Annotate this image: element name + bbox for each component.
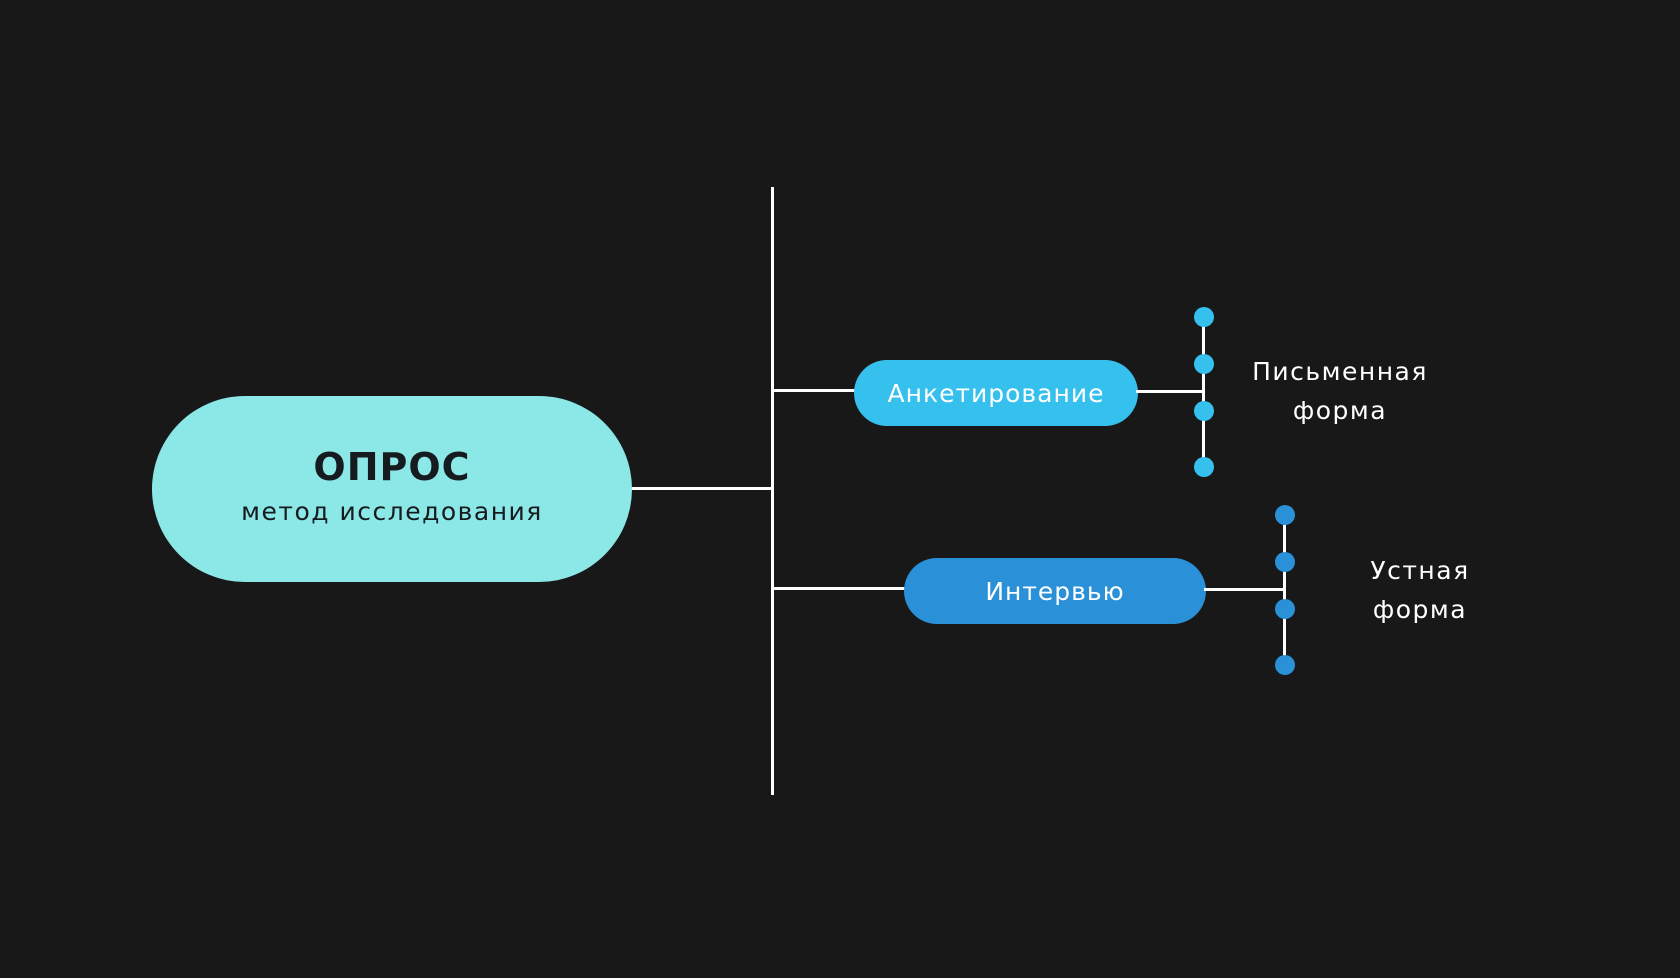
form-connector-2 (1204, 588, 1285, 591)
branch-label-interview: Интервью (985, 576, 1125, 606)
bracket-dot (1274, 552, 1295, 572)
bracket-dot (1274, 655, 1295, 675)
root-connector (618, 487, 773, 490)
bracket-dot (1274, 599, 1295, 619)
form-label-line: форма (1292, 396, 1388, 425)
form-label-line: Устная (1370, 556, 1470, 585)
form-label-oral: Устная форма (1320, 551, 1520, 629)
root-node: ОПРОС метод исследования (152, 396, 632, 582)
root-title: ОПРОС (313, 445, 471, 489)
form-connector-1 (1136, 390, 1204, 393)
form-bracket-2 (1283, 515, 1286, 665)
branch-node-interview: Интервью (904, 558, 1206, 624)
branch-node-questionnaire: Анкетирование (854, 360, 1138, 426)
bracket-dot (1193, 307, 1214, 327)
bracket-dot (1193, 354, 1214, 374)
bracket-dot (1274, 505, 1295, 525)
branch-connector-1 (772, 389, 856, 392)
branch-label-questionnaire: Анкетирование (887, 378, 1105, 408)
form-bracket-1 (1202, 317, 1205, 467)
bracket-dot (1193, 457, 1214, 477)
form-label-line: форма (1372, 595, 1468, 624)
main-trunk-line (771, 187, 774, 795)
bracket-dot (1193, 401, 1214, 421)
branch-connector-2 (772, 587, 906, 590)
root-subtitle: метод исследования (241, 497, 543, 526)
form-label-line: Письменная (1252, 357, 1428, 386)
form-label-written: Письменная форма (1190, 352, 1490, 430)
